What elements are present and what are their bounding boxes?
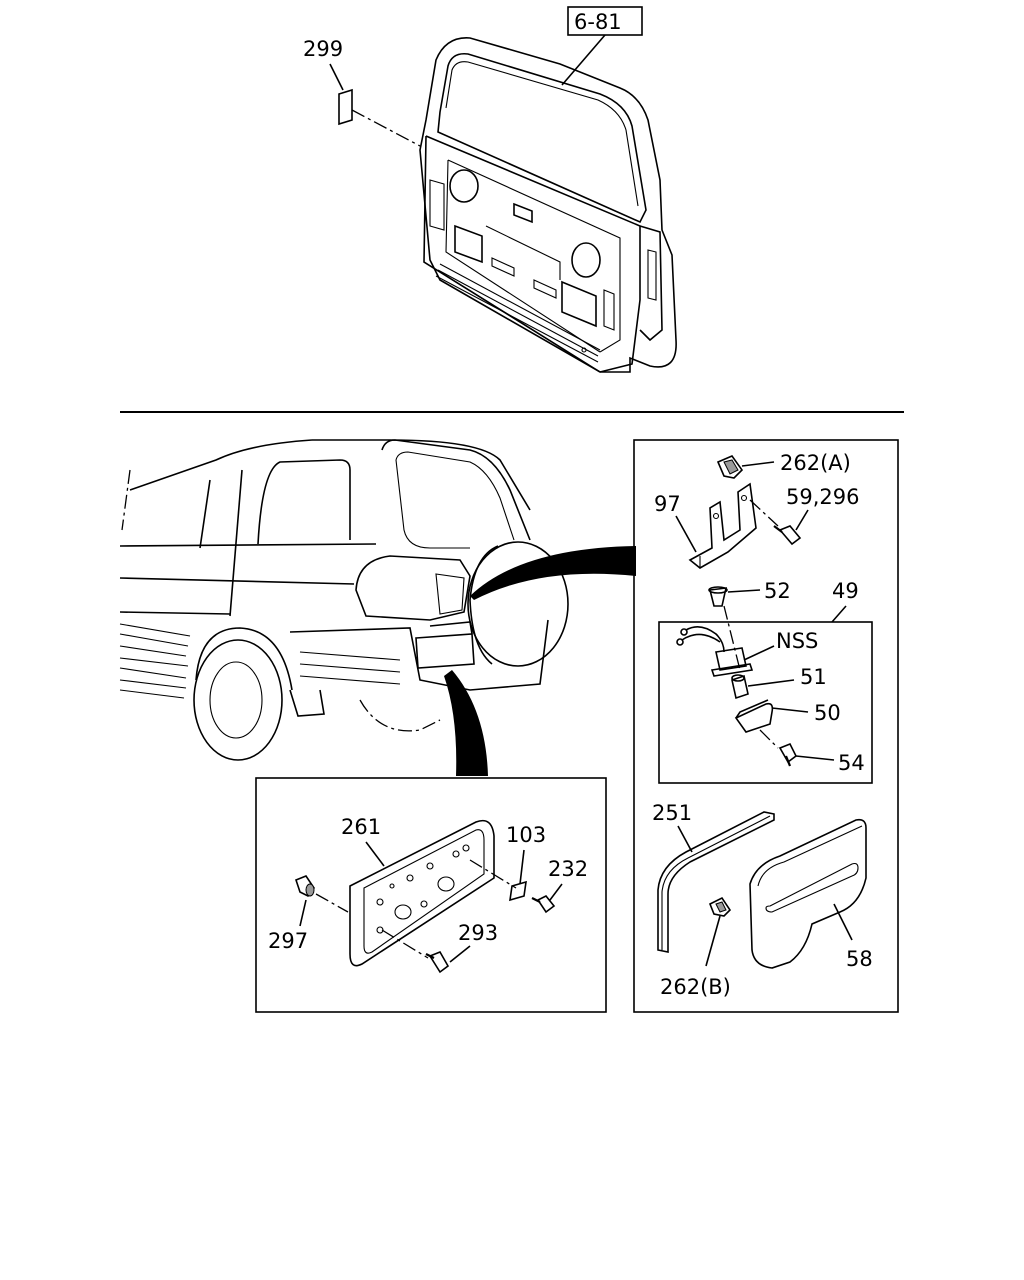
- rear-door-assembly: [419, 37, 677, 373]
- label-59-296: 59,296: [786, 485, 859, 509]
- label-49: 49: [832, 579, 859, 603]
- label-50: 50: [814, 701, 841, 725]
- label-52: 52: [764, 579, 791, 603]
- reference-box-6-81: 6-81: [561, 6, 643, 86]
- label-262a: 262(A): [780, 451, 851, 475]
- label-6-81: 6-81: [574, 10, 622, 34]
- label-103: 103: [506, 823, 546, 847]
- part-299-label-plate: 299: [303, 37, 421, 147]
- vehicle-rear-view: [119, 439, 636, 776]
- label-299: 299: [303, 37, 343, 61]
- label-261: 261: [341, 815, 381, 839]
- label-232: 232: [548, 857, 588, 881]
- label-51: 51: [800, 665, 827, 689]
- label-297: 297: [268, 929, 308, 953]
- label-58: 58: [846, 947, 873, 971]
- label-251: 251: [652, 801, 692, 825]
- license-plate-bracket-box: 261 103 232 297 293: [255, 777, 607, 1013]
- label-262b: 262(B): [660, 975, 731, 999]
- license-lamp-trim-box: 262(A) 97 59,296 52 49 NSS: [633, 439, 899, 1013]
- label-293: 293: [458, 921, 498, 945]
- label-97: 97: [654, 492, 681, 516]
- label-nss: NSS: [776, 629, 818, 653]
- label-54: 54: [838, 751, 865, 775]
